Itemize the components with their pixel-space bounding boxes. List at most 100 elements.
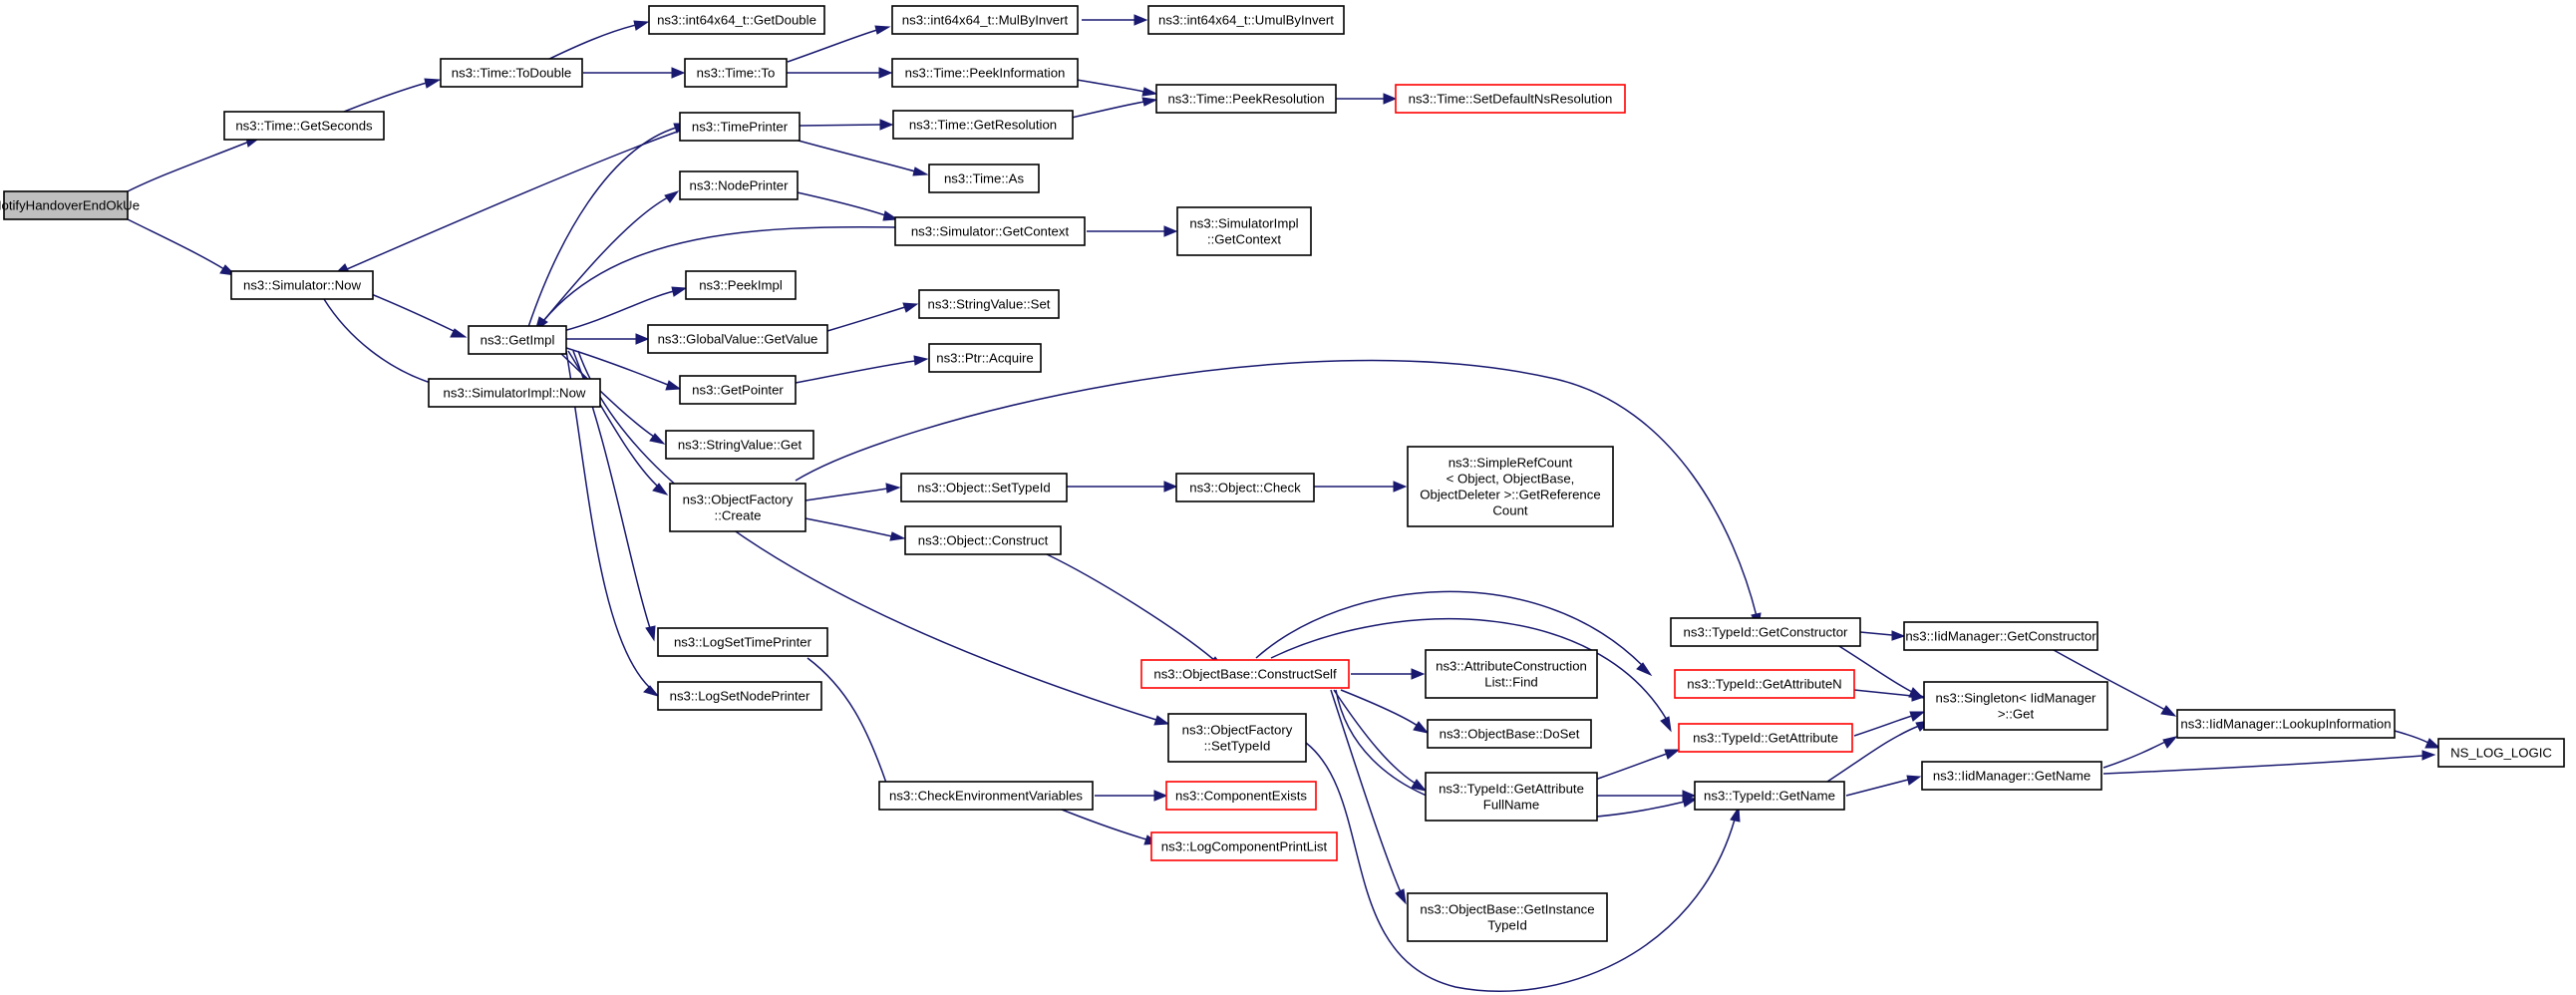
node-n24[interactable]: ns3::StringValue::Get (665, 430, 814, 460)
node-n41[interactable]: ns3::TypeId::GetConstructor (1670, 617, 1861, 647)
node-box (679, 112, 801, 142)
node-n28[interactable]: ns3::SimpleRefCount< Object, ObjectBase,… (1407, 446, 1614, 527)
node-box (669, 483, 806, 532)
node-label: ns3::PeekImpl (699, 278, 783, 293)
node-n2[interactable]: ns3::Simulator::Now (230, 270, 374, 300)
node-n4[interactable]: ns3::int64x64_t::GetDouble (648, 5, 825, 35)
edge-n2-n23 (323, 298, 445, 389)
node-box (440, 58, 583, 88)
node-n38[interactable]: ns3::CheckEnvironmentVariables (878, 781, 1094, 811)
node-n39[interactable]: ns3::ComponentExists (1165, 781, 1317, 811)
node-n25[interactable]: ns3::ObjectFactory::Create (669, 483, 806, 532)
node-n32[interactable]: ns3::ObjectBase::ConstructSelf (1140, 659, 1350, 689)
node-box (647, 324, 828, 354)
edge-n11-n12 (799, 119, 894, 131)
node-box (1147, 5, 1345, 35)
edge-n32-n43 (1270, 617, 1672, 733)
edge-n48-n49 (2394, 730, 2441, 749)
node-n0[interactable]: NotifyHandoverEndOkUe (0, 190, 140, 220)
edge-n47-n49 (2102, 750, 2436, 775)
node-n43[interactable]: ns3::TypeId::GetAttribute (1678, 723, 1853, 753)
node-n3[interactable]: ns3::Time::ToDouble (440, 58, 583, 88)
node-label: ns3::ObjectFactory (683, 493, 794, 507)
node-n26[interactable]: ns3::Object::SetTypeId (900, 473, 1068, 502)
node-n21[interactable]: ns3::GetPointer (679, 375, 797, 405)
node-box (1407, 892, 1608, 942)
node-label: ns3::LogSetTimePrinter (674, 635, 812, 650)
edge-n32-n33 (1351, 668, 1426, 680)
node-label: ns3::Time::As (944, 171, 1025, 186)
node-n22[interactable]: ns3::Ptr::Acquire (928, 343, 1042, 373)
node-n10[interactable]: ns3::Time::SetDefaultNsResolution (1395, 84, 1626, 114)
node-n5[interactable]: ns3::Time::To (684, 58, 788, 88)
node-n15[interactable]: ns3::Simulator::GetContext (894, 216, 1086, 246)
node-label: ns3::SimpleRefCount (1449, 456, 1573, 471)
node-n11[interactable]: ns3::TimePrinter (679, 112, 801, 142)
node-box (891, 58, 1079, 88)
node-n8[interactable]: ns3::Time::PeekInformation (891, 58, 1079, 88)
node-n48[interactable]: ns3::IidManager::LookupInformation (2176, 709, 2396, 739)
edge-n25-n29 (805, 517, 906, 541)
edge-n36-n44 (1597, 790, 1697, 802)
edge-n5-n8 (784, 67, 893, 79)
node-label: ns3::SimulatorImpl (1189, 216, 1298, 231)
node-n49[interactable]: NS_LOG_LOGIC (2437, 738, 2565, 768)
edge-n45-n48 (2053, 649, 2177, 717)
edge-n43-n46 (1853, 711, 1926, 737)
node-n20[interactable]: ns3::StringValue::Set (918, 289, 1060, 319)
node-box (230, 270, 374, 300)
node-n42[interactable]: ns3::TypeId::GetAttributeN (1674, 669, 1855, 699)
node-n44[interactable]: ns3::TypeId::GetName (1694, 781, 1845, 811)
node-box (1150, 831, 1338, 861)
node-label: ns3::Time::To (697, 66, 776, 81)
edge-n26-n27 (1067, 481, 1178, 493)
node-n19[interactable]: ns3::GlobalValue::GetValue (647, 324, 828, 354)
node-n16[interactable]: ns3::SimulatorImpl::GetContext (1176, 206, 1312, 256)
node-n6[interactable]: ns3::int64x64_t::MulByInvert (891, 5, 1079, 35)
node-label: ns3::Object::Construct (918, 533, 1049, 548)
node-n13[interactable]: ns3::Time::As (928, 164, 1040, 193)
node-label: ns3::GlobalValue::GetValue (658, 332, 818, 347)
node-n29[interactable]: ns3::Object::Construct (904, 525, 1062, 555)
node-n9[interactable]: ns3::Time::PeekResolution (1155, 84, 1337, 114)
node-n1[interactable]: ns3::Time::GetSeconds (223, 111, 385, 141)
edge-n12-n9 (1071, 97, 1158, 119)
node-box (1921, 761, 2102, 791)
node-n40[interactable]: ns3::LogComponentPrintList (1150, 831, 1338, 861)
node-n7[interactable]: ns3::int64x64_t::UmulByInvert (1147, 5, 1345, 35)
node-n31[interactable]: ns3::LogSetNodePrinter (657, 681, 822, 711)
node-n45[interactable]: ns3::IidManager::GetConstructor (1903, 621, 2098, 651)
node-label: ns3::Time::GetSeconds (235, 119, 373, 134)
node-label: ns3::LogComponentPrintList (1161, 839, 1328, 854)
node-n30[interactable]: ns3::LogSetTimePrinter (657, 627, 828, 657)
node-label: ns3::Ptr::Acquire (936, 351, 1033, 366)
node-n35[interactable]: ns3::ObjectFactory::SetTypeId (1167, 713, 1307, 763)
edge-n9-n10 (1336, 93, 1398, 105)
node-box (900, 473, 1068, 502)
node-label: ns3::LogSetNodePrinter (670, 689, 810, 704)
node-label: ns3::Time::PeekInformation (905, 66, 1066, 81)
edge-n35-n44 (1305, 742, 1741, 992)
node-n47[interactable]: ns3::IidManager::GetName (1921, 761, 2102, 791)
node-n46[interactable]: ns3::Singleton< IidManager >::Get (1923, 681, 2108, 731)
node-n12[interactable]: ns3::Time::GetResolution (892, 110, 1074, 140)
node-n18[interactable]: ns3::PeekImpl (685, 270, 797, 300)
node-label: ns3::CheckEnvironmentVariables (889, 789, 1083, 804)
node-n23[interactable]: ns3::SimulatorImpl::Now (428, 378, 601, 408)
node-box (223, 111, 385, 141)
node-n34[interactable]: ns3::ObjectBase::DoSet (1427, 719, 1592, 749)
node-n17[interactable]: ns3::GetImpl (468, 325, 567, 355)
node-label: ns3::ObjectBase::ConstructSelf (1153, 667, 1337, 682)
node-label: ns3::Time::SetDefaultNsResolution (1409, 92, 1613, 107)
node-n14[interactable]: ns3::NodePrinter (679, 170, 799, 200)
node-label: FullName (1483, 798, 1539, 813)
edge-n1-n3 (343, 78, 442, 113)
node-label: ns3::int64x64_t::MulByInvert (902, 13, 1069, 28)
node-label: ns3::TypeId::GetAttributeN (1687, 677, 1841, 692)
edge-n27-n28 (1314, 481, 1408, 493)
node-n27[interactable]: ns3::Object::Check (1175, 473, 1315, 502)
